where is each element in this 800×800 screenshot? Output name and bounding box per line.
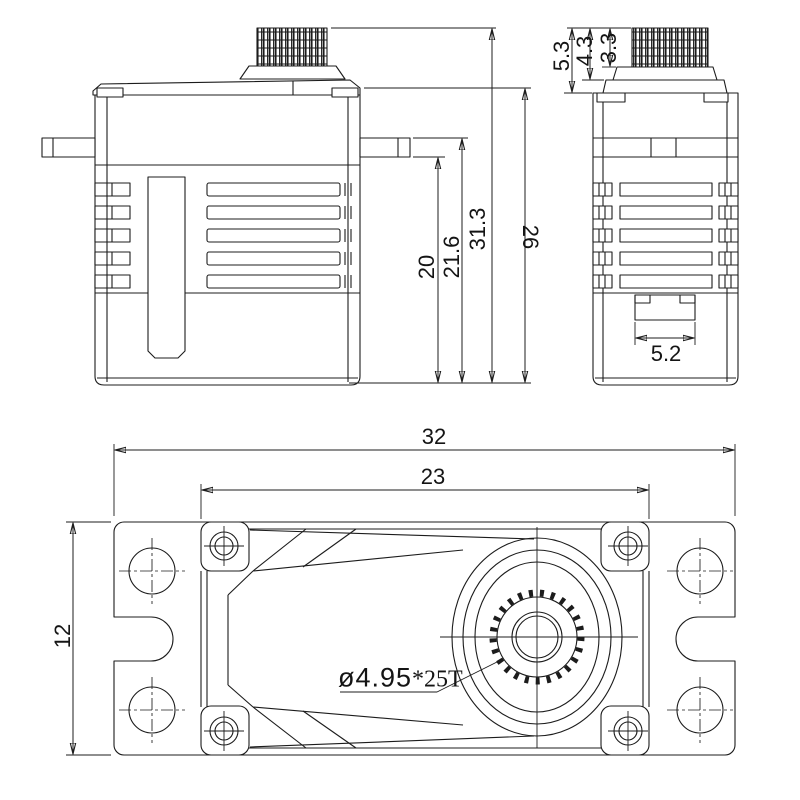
dim-label-5-2: 5.2	[650, 341, 682, 366]
dim-label-32: 32	[421, 424, 447, 449]
ear-holes	[119, 538, 733, 743]
dim-label-20: 20	[414, 254, 439, 280]
top-cap	[92, 79, 361, 96]
side-view	[41, 27, 531, 386]
top-view-dimensions	[66, 444, 736, 756]
screw-pads	[200, 521, 650, 756]
connector-recess	[634, 294, 696, 321]
spline-base	[239, 65, 346, 80]
output-gear	[440, 527, 638, 748]
dim-label-5-3: 5.3	[549, 40, 574, 72]
spline-teeth-text: *25T	[412, 666, 463, 693]
mount-tab-left	[41, 137, 96, 158]
spline-shaft-side	[256, 27, 328, 68]
dim-label-12: 12	[50, 623, 75, 649]
spline-diameter-text: ø4.95	[338, 662, 413, 693]
end-view-dimensions	[564, 27, 696, 345]
side-view-dimensions	[331, 27, 531, 384]
dim-label-31-3: 31.3	[465, 207, 490, 251]
dim-label-26: 26	[518, 224, 543, 250]
fins-end	[592, 182, 739, 289]
spline-shaft-end	[631, 27, 709, 68]
dim-label-4-3: 4.3	[572, 35, 597, 67]
mount-tab-right	[359, 137, 411, 158]
mount-plate	[113, 521, 736, 756]
dim-label-21-6: 21.6	[439, 235, 464, 279]
spline-callout: ø4.95*25T	[338, 663, 463, 694]
dim-label-23: 23	[420, 464, 446, 489]
end-view	[564, 27, 739, 386]
spline-leader-line	[340, 660, 500, 693]
dim-label-3-3: 3.3	[596, 32, 621, 64]
top-view	[66, 444, 736, 756]
fins-side	[94, 182, 352, 289]
side-slot	[147, 176, 186, 359]
